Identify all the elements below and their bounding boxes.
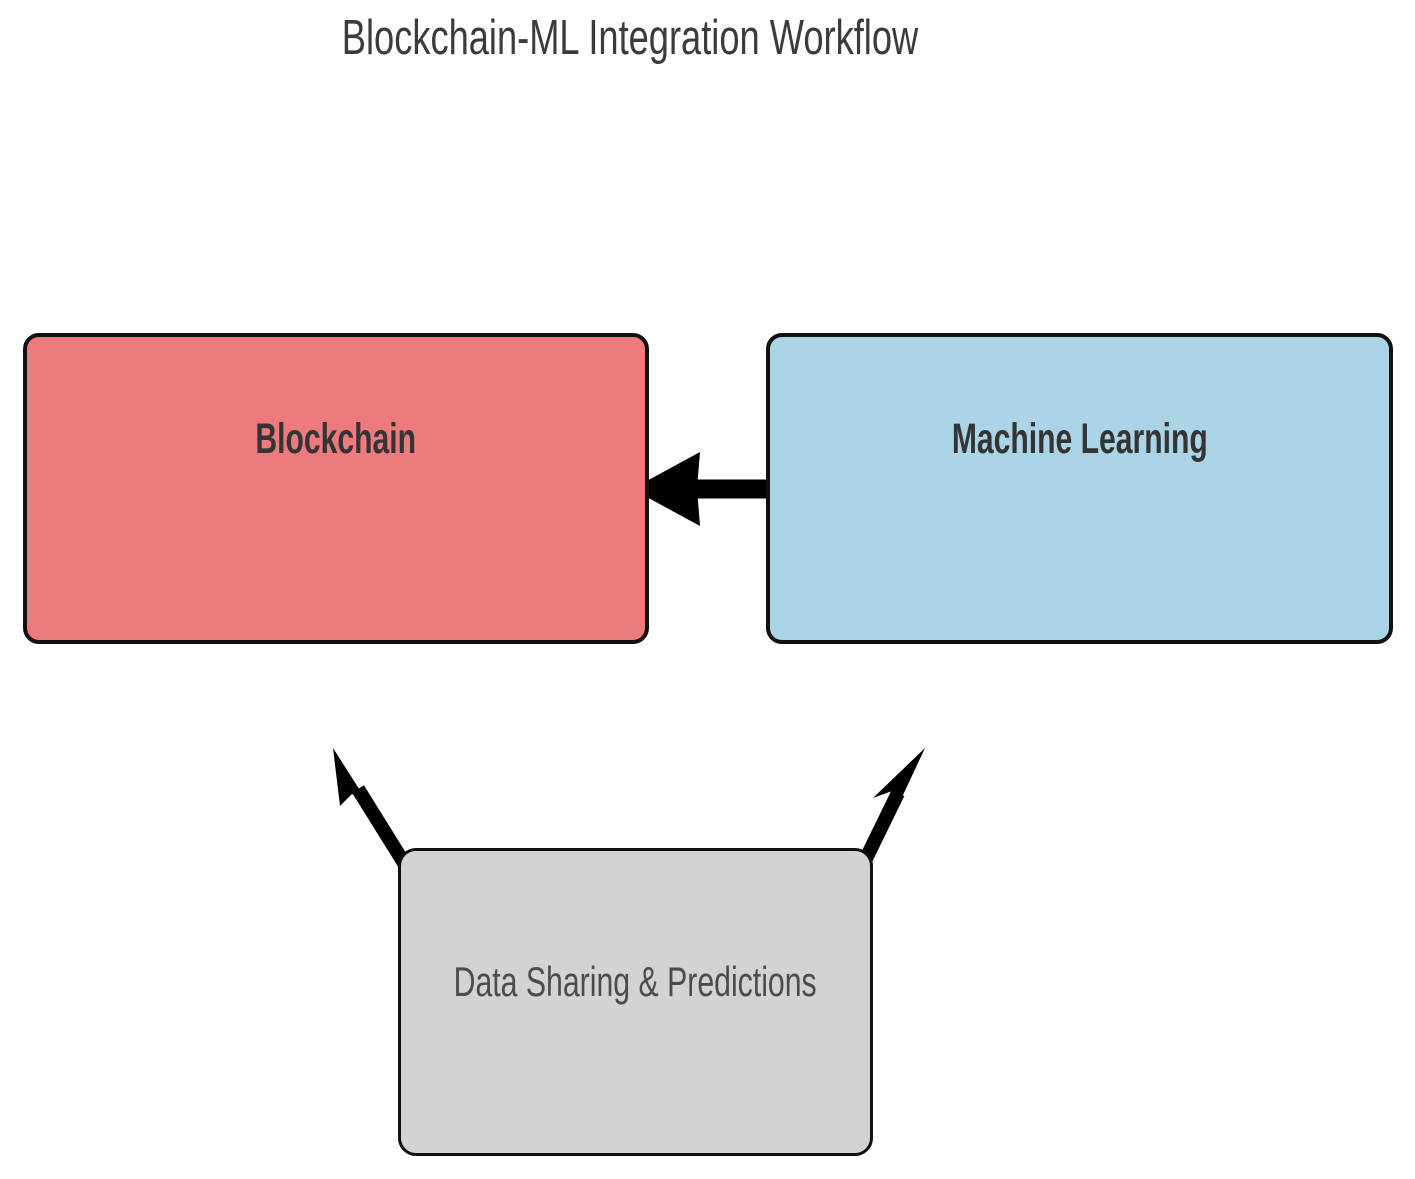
edge-ml-to-blockchain-arrow (632, 452, 779, 526)
node-data-sharing-label: Data Sharing & Predictions (453, 958, 818, 1005)
node-blockchain-label: Blockchain (255, 415, 417, 463)
page-title: Blockchain-ML Integration Workflow (341, 11, 919, 65)
node-data-sharing[interactable]: Data Sharing & Predictions (398, 848, 873, 1156)
node-machine-learning[interactable]: Machine Learning (766, 333, 1393, 644)
node-blockchain[interactable]: Blockchain (23, 333, 649, 644)
node-machine-learning-label: Machine Learning (951, 415, 1208, 463)
